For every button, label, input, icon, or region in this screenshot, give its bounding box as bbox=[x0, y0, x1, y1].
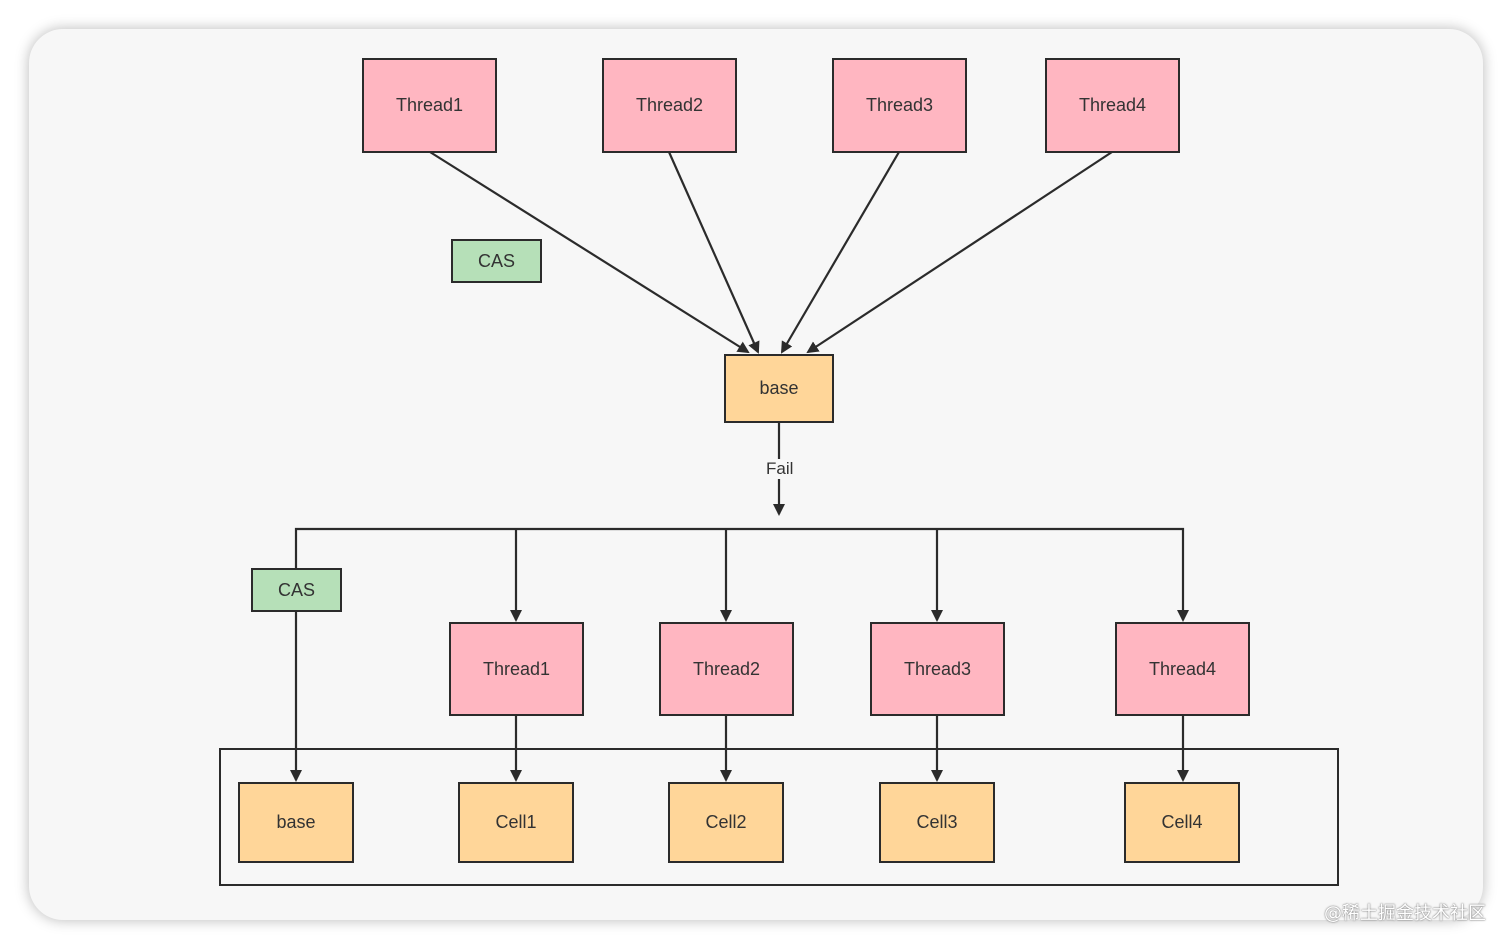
top-thread2: Thread2 bbox=[602, 58, 737, 153]
fail-label: Fail bbox=[764, 459, 796, 479]
bottom-thread3: Thread3 bbox=[870, 622, 1005, 716]
top-thread3: Thread3 bbox=[832, 58, 967, 153]
diagram-canvas bbox=[29, 29, 1483, 920]
bottom-cas-label: CAS bbox=[251, 568, 342, 612]
bottom-thread2: Thread2 bbox=[659, 622, 794, 716]
top-thread4: Thread4 bbox=[1045, 58, 1180, 153]
bottom-cell4: Cell4 bbox=[1124, 782, 1240, 863]
bottom-cell3: Cell3 bbox=[879, 782, 995, 863]
bottom-cell2: Cell2 bbox=[668, 782, 784, 863]
edge-top-thread1-to-base bbox=[429, 151, 750, 354]
bottom-cell1: Cell1 bbox=[458, 782, 574, 863]
cell-container bbox=[219, 748, 1339, 886]
distribution-bus bbox=[294, 527, 1189, 622]
bottom-base: base bbox=[238, 782, 354, 863]
edge-top-thread3-to-base bbox=[780, 151, 900, 354]
top-base: base bbox=[724, 354, 834, 423]
top-cas-label: CAS bbox=[451, 239, 542, 283]
edge-top-thread2-to-base bbox=[667, 151, 760, 354]
watermark: @稀土掘金技术社区 bbox=[1324, 903, 1486, 924]
top-thread1: Thread1 bbox=[362, 58, 497, 153]
bottom-thread1: Thread1 bbox=[449, 622, 584, 716]
bottom-thread4: Thread4 bbox=[1115, 622, 1250, 716]
edge-top-thread4-to-base bbox=[806, 151, 1113, 354]
